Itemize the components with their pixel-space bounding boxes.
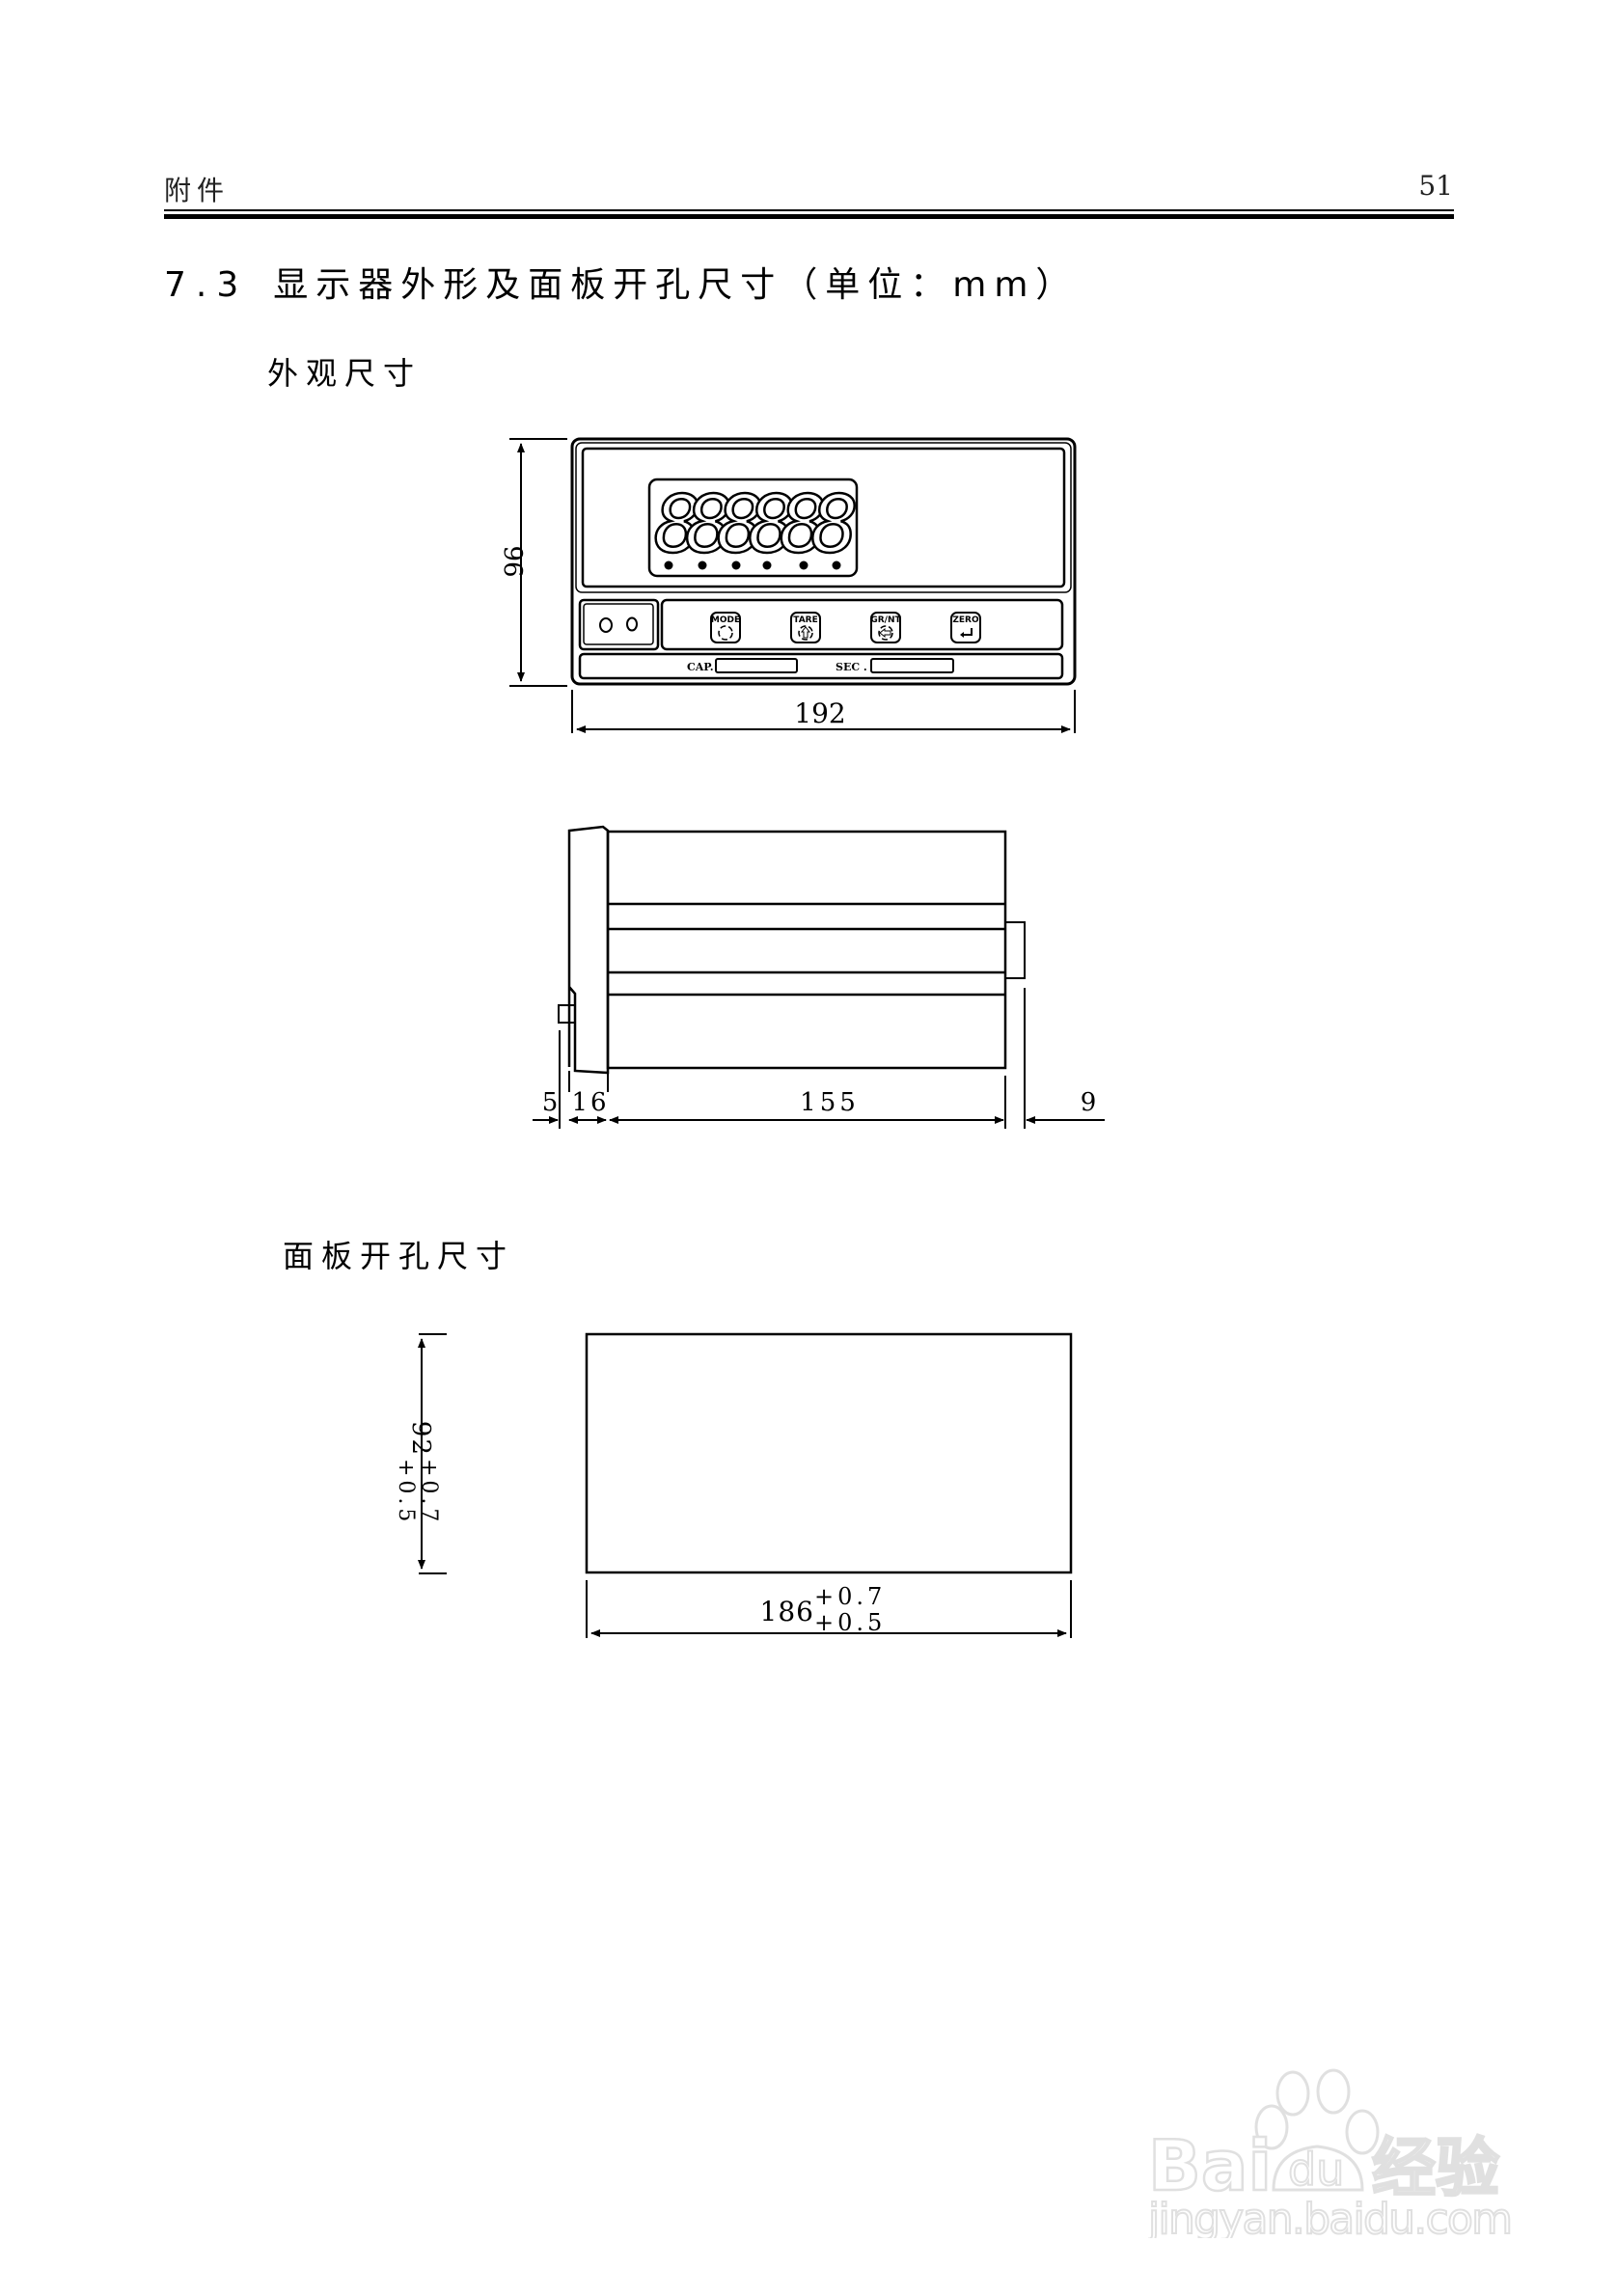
cap-label: CAP.	[687, 661, 714, 673]
svg-text:+0.5: +0.5	[814, 1609, 886, 1636]
grnt-button: GR/NT	[870, 612, 901, 643]
front-view	[570, 437, 1077, 686]
svg-text:Bai: Bai	[1148, 2125, 1272, 2206]
front-height-dimension	[509, 438, 567, 687]
svg-text:155: 155	[800, 1088, 860, 1117]
svg-text:5: 5	[542, 1088, 559, 1117]
header-rule-thin	[164, 209, 1454, 211]
mode-button: MODE	[710, 612, 741, 643]
svg-text:9: 9	[1081, 1088, 1097, 1117]
cutout-width-dimension	[586, 1580, 1072, 1638]
cutout-view	[585, 1332, 1073, 1574]
sec-label: SEC .	[836, 661, 867, 673]
svg-text:96: 96	[498, 545, 527, 577]
svg-text:+0.7: +0.7	[814, 1583, 886, 1610]
header-rule-thick	[164, 214, 1454, 219]
svg-text:MODE: MODE	[711, 615, 740, 625]
side-view	[558, 825, 1026, 1075]
svg-text:186: 186	[760, 1596, 814, 1627]
page-number: 51	[1418, 170, 1453, 202]
side-dimensions	[533, 988, 1105, 1129]
baidu-watermark: Bai du 经验 jingyan.baidu.com	[1148, 2055, 1563, 2238]
running-header-section: 附件	[164, 175, 231, 206]
section-number: 7.3	[164, 265, 249, 305]
front-width-dimension	[571, 690, 1076, 733]
svg-text:192: 192	[794, 697, 845, 729]
svg-text:16: 16	[571, 1088, 609, 1117]
zero-button: ZERO	[950, 612, 981, 643]
led-digits: 888888	[653, 478, 863, 573]
svg-text:888888: 888888	[654, 479, 856, 571]
svg-text:GR/NT: GR/NT	[870, 615, 901, 625]
indicator-dots	[664, 560, 841, 570]
exterior-heading: 外观尺寸	[267, 355, 423, 392]
svg-text:jingyan.baidu.com: jingyan.baidu.com	[1148, 2195, 1513, 2238]
svg-text:ZERO: ZERO	[952, 615, 979, 625]
cutout-heading: 面板开孔尺寸	[283, 1238, 515, 1274]
tare-button: TARE	[790, 612, 821, 643]
svg-text:+0.7: +0.7	[417, 1459, 441, 1525]
svg-text:经验: 经验	[1372, 2131, 1499, 2205]
cutout-height-dimension	[418, 1333, 447, 1574]
section-title: 7.3 显示器外形及面板开孔尺寸（单位：mm）	[164, 257, 1078, 307]
svg-text:du: du	[1288, 2144, 1344, 2196]
svg-text:TARE: TARE	[793, 615, 817, 625]
svg-text:+0.5: +0.5	[394, 1459, 418, 1525]
paw-logo-icon: Bai du 经验 jingyan.baidu.com	[1148, 2068, 1514, 2238]
section-title-text: 显示器外形及面板开孔尺寸（单位：mm）	[273, 265, 1079, 305]
svg-text:92: 92	[406, 1421, 435, 1457]
